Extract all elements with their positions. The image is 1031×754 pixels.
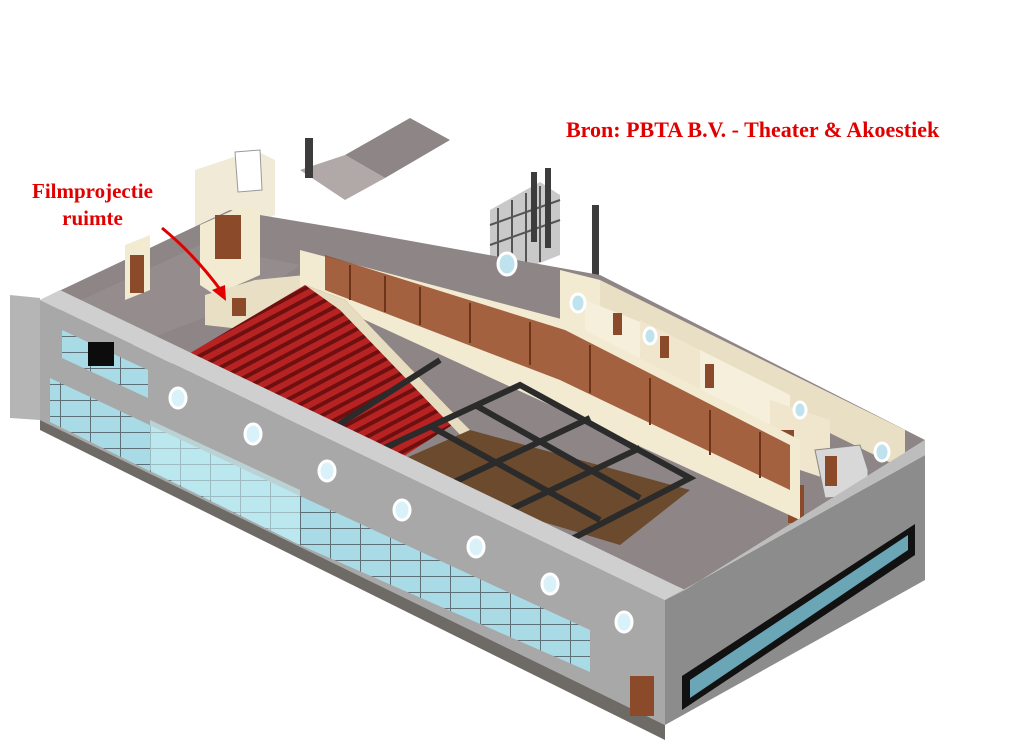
projection-room-callout: Filmprojectie ruimte (32, 178, 153, 232)
front-facade (10, 290, 685, 740)
callout-line-1: Filmprojectie (32, 179, 153, 203)
callout-line-2: ruimte (62, 206, 123, 230)
front-rooms (125, 205, 305, 330)
seating-tiers (170, 285, 470, 465)
source-credit: Bron: PBTA B.V. - Theater & Akoestiek (566, 117, 940, 142)
lighting-truss (328, 357, 697, 549)
projection-room (205, 275, 305, 330)
arrow-icon (161, 226, 226, 301)
auditorium-hall (300, 250, 800, 520)
side-facade (665, 440, 925, 725)
